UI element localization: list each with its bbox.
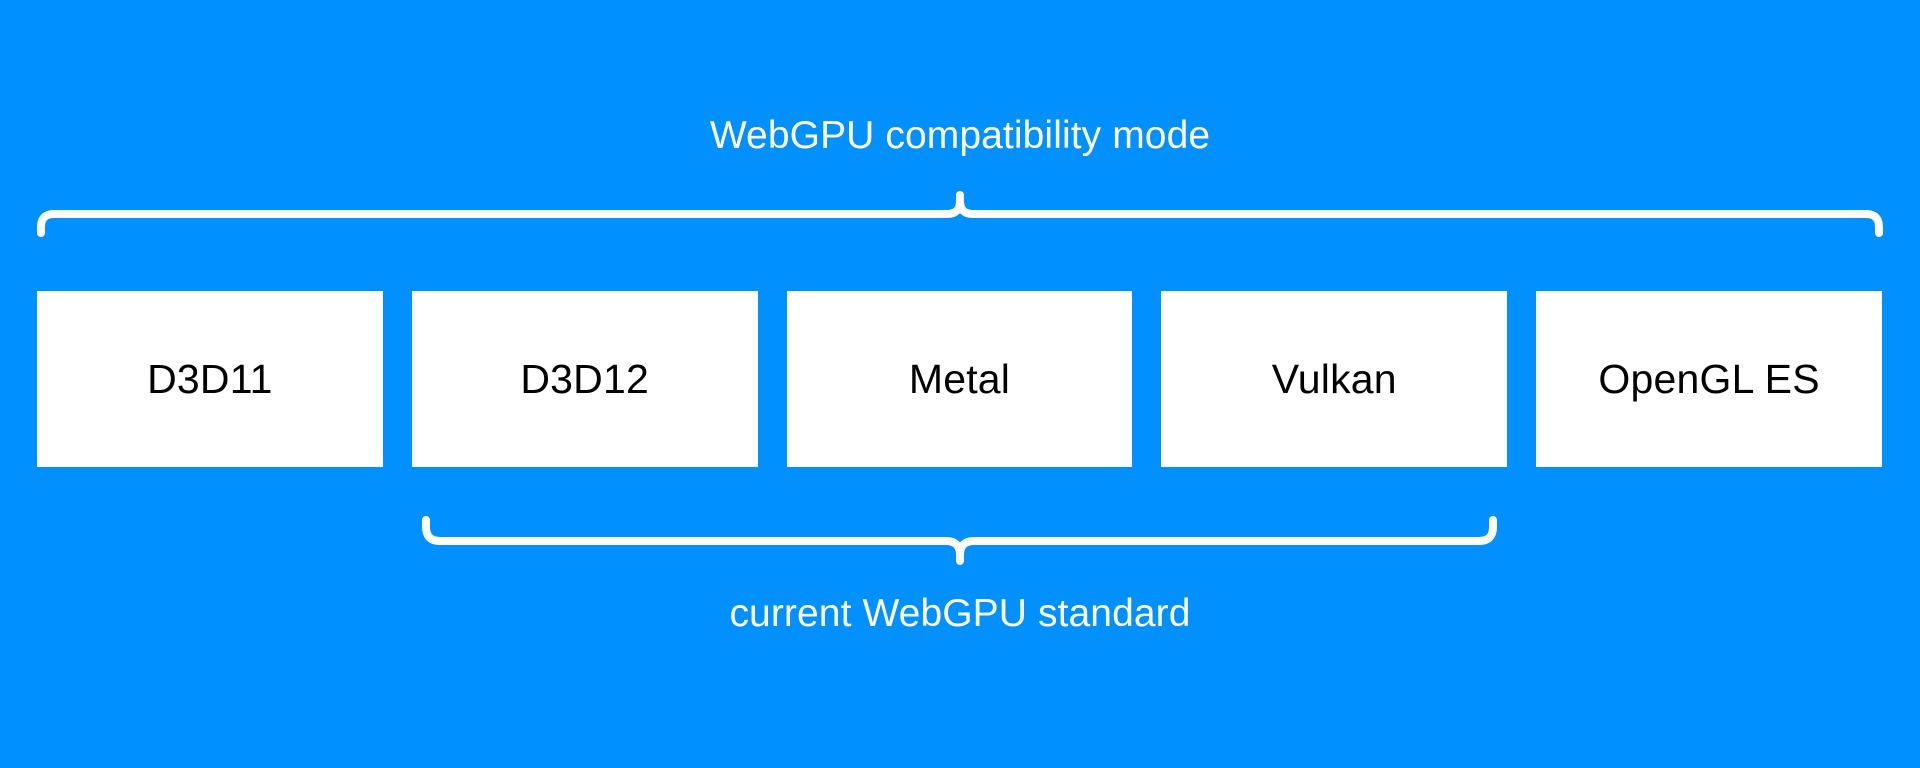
bottom-brace-label: current WebGPU standard [729,592,1191,635]
api-box-opengl-es[interactable]: OpenGL ES [1536,291,1882,467]
api-box-vulkan[interactable]: Vulkan [1161,291,1508,467]
api-box-d3d11[interactable]: D3D11 [37,291,383,467]
api-box-d3d12[interactable]: D3D12 [411,291,758,467]
top-brace-label: WebGPU compatibility mode [709,114,1211,157]
api-box-metal[interactable]: Metal [786,291,1133,467]
api-box-row: D3D11 D3D12 Metal Vulkan OpenGL ES [37,291,1882,467]
